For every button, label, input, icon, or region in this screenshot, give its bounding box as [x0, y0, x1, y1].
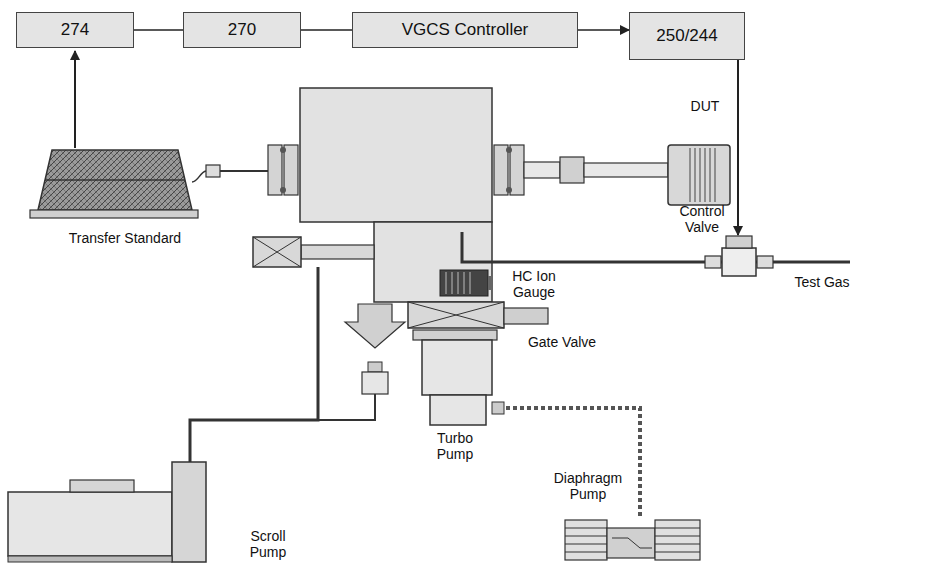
box-label: VGCS Controller — [402, 20, 529, 40]
scroll-pump — [8, 462, 206, 562]
diaphragm-pump — [565, 520, 700, 560]
signal-connector — [134, 29, 183, 31]
flow-arrow — [345, 304, 405, 348]
vent-line — [318, 394, 375, 420]
part-label: Test Gas — [782, 274, 862, 290]
vacuum-chamber — [268, 88, 668, 302]
box-label: 270 — [228, 20, 256, 40]
part-label: HC Ion Gauge — [503, 268, 565, 300]
signal-connector — [578, 29, 629, 31]
fore-line — [506, 408, 640, 518]
process-box: 250/244 — [629, 12, 745, 60]
part-label: Diaphragm Pump — [548, 470, 628, 502]
control-signal — [737, 60, 739, 235]
part-label: Scroll Pump — [236, 528, 300, 560]
control-valve — [705, 236, 773, 276]
box-label: 250/244 — [656, 26, 717, 46]
vent-valve — [362, 362, 388, 394]
dut-gauge — [668, 145, 730, 205]
signal-connector — [301, 29, 352, 31]
process-box: 270 — [183, 12, 301, 48]
part-label: Turbo Pump — [420, 430, 490, 462]
gate-valve — [408, 302, 548, 328]
part-label: Control Valve — [670, 203, 734, 235]
signal-arrow — [74, 51, 76, 148]
part-label: DUT — [680, 98, 730, 114]
process-box: VGCS Controller — [352, 12, 578, 48]
part-label: Transfer Standard — [60, 230, 190, 246]
gas-line — [462, 232, 850, 262]
turbo-pump — [413, 330, 504, 425]
process-box: 274 — [16, 12, 134, 48]
part-label: Gate Valve — [512, 334, 612, 350]
transfer-standard — [30, 150, 268, 218]
roughing-valve — [253, 237, 374, 267]
box-label: 274 — [61, 20, 89, 40]
ion-gauge — [440, 270, 492, 296]
rough-line — [190, 267, 318, 462]
